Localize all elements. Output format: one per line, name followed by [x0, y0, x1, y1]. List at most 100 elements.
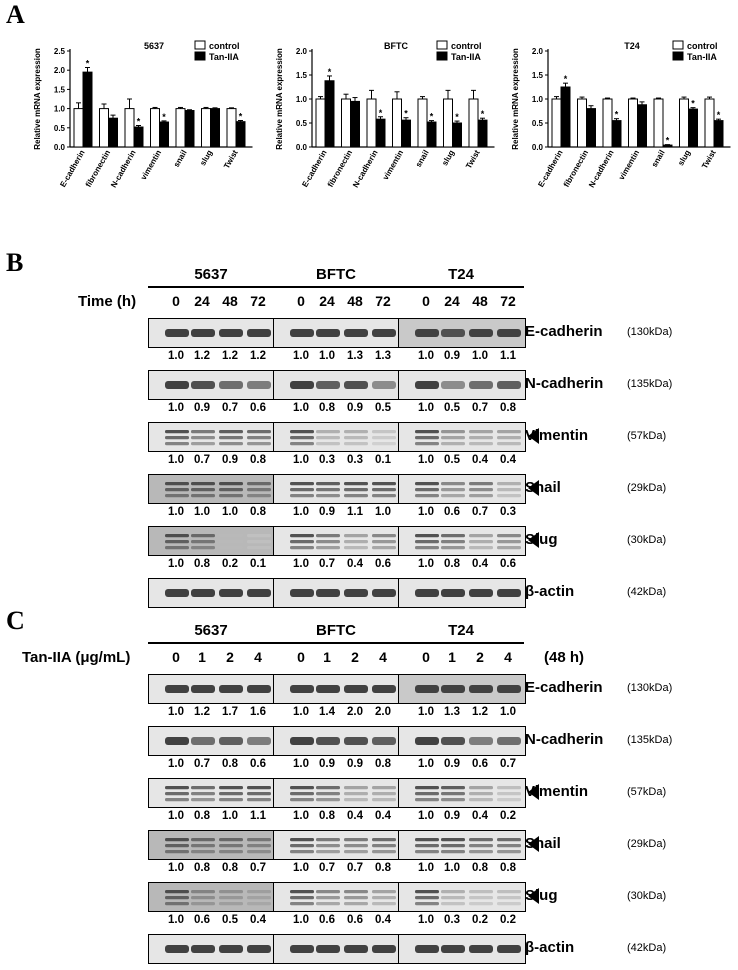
bar	[704, 98, 715, 148]
quantification-value: 1.0	[418, 914, 434, 926]
chart-title: T24	[624, 41, 640, 51]
protein-label: β-actin	[525, 583, 575, 600]
treatment-axis-label: Tan-IIA (μg/mL)	[22, 649, 131, 666]
blot-image	[399, 779, 525, 807]
column-header: 2	[226, 649, 234, 665]
bar	[426, 121, 437, 148]
quantification-value: 1.0	[168, 862, 184, 874]
quantification-value: 1.0	[293, 558, 309, 570]
quantification-value: 1.0	[293, 506, 309, 518]
quantification-value: 0.9	[444, 350, 460, 362]
blot-image	[274, 935, 400, 963]
legend-label: control	[209, 41, 240, 51]
blot-band-strip	[398, 474, 526, 504]
quantification-value: 0.8	[472, 862, 488, 874]
chart-title: BFTC	[384, 41, 408, 51]
x-tick-label: fibronectin	[84, 148, 113, 188]
legend-label: control	[687, 41, 718, 51]
blot-band-strip	[398, 830, 526, 860]
quantification-value: 0.7	[194, 758, 210, 770]
molecular-weight-label: (42kDa)	[627, 942, 667, 954]
blot-image	[149, 935, 275, 963]
column-header: 0	[172, 293, 180, 309]
blot-image	[399, 935, 525, 963]
quantification-value: 0.6	[500, 558, 516, 570]
bar	[324, 80, 335, 148]
blot-band-strip	[148, 318, 276, 348]
blot-image	[399, 527, 525, 555]
column-header: 2	[351, 649, 359, 665]
column-header: 48	[472, 293, 488, 309]
blot-image	[149, 319, 275, 347]
x-tick-label: N-cadherin	[109, 148, 138, 189]
quantification-value: 1.0	[293, 350, 309, 362]
quantification-value: 0.4	[375, 810, 391, 822]
blot-band-strip	[273, 578, 401, 608]
bar	[452, 122, 462, 148]
x-tick-label: Twist	[222, 148, 240, 170]
quantification-value: 1.0	[418, 862, 434, 874]
blot-image	[274, 727, 400, 755]
y-tick-label: 0.0	[54, 143, 66, 152]
significance-marker: *	[717, 110, 721, 120]
quantification-value: 0.2	[500, 810, 516, 822]
quantification-value: 0.4	[250, 914, 266, 926]
bar	[210, 108, 220, 148]
bar	[560, 86, 571, 148]
blot-band-strip	[148, 474, 276, 504]
quantification-value: 1.0	[293, 914, 309, 926]
quantification-value: 1.0	[293, 862, 309, 874]
blot-image	[149, 475, 275, 503]
blot-image	[274, 779, 400, 807]
quantification-value: 0.7	[500, 758, 516, 770]
blot-band-strip	[273, 474, 401, 504]
panel-label-a: A	[6, 0, 25, 29]
quantification-value: 0.8	[194, 810, 210, 822]
y-tick-label: 0.5	[296, 119, 308, 128]
protein-label: E-cadherin	[525, 679, 603, 696]
significance-marker: *	[239, 112, 243, 122]
blot-band-strip	[148, 422, 276, 452]
x-tick-label: N-cadherin	[351, 148, 380, 189]
quantification-value: 1.0	[375, 506, 391, 518]
quantification-value: 0.9	[444, 758, 460, 770]
cell-line-title: T24	[448, 622, 474, 639]
y-tick-label: 0.0	[532, 143, 544, 152]
y-tick-label: 1.0	[54, 105, 66, 114]
quantification-value: 1.0	[418, 454, 434, 466]
quantification-value: 1.7	[222, 706, 238, 718]
molecular-weight-label: (57kDa)	[627, 430, 667, 442]
panel-label-b: B	[6, 248, 24, 277]
band-arrow-icon	[528, 480, 539, 496]
quantification-value: 1.1	[347, 506, 363, 518]
quantification-value: 1.0	[168, 558, 184, 570]
protein-label: Vimentin	[525, 427, 589, 444]
significance-marker: *	[481, 109, 485, 119]
protein-label: Snail	[525, 479, 561, 496]
quantification-value: 1.0	[168, 506, 184, 518]
molecular-weight-label: (29kDa)	[627, 482, 667, 494]
bar	[235, 121, 246, 148]
quantification-value: 1.0	[418, 706, 434, 718]
blot-band-strip	[273, 526, 401, 556]
protein-label: β-actin	[525, 939, 575, 956]
quantification-value: 1.0	[293, 810, 309, 822]
y-tick-label: 1.0	[296, 95, 308, 104]
quantification-value: 1.2	[194, 706, 210, 718]
blot-image	[274, 831, 400, 859]
quantification-value: 0.8	[250, 506, 266, 518]
band-arrow-icon	[528, 532, 539, 548]
blot-band-strip	[398, 934, 526, 964]
x-tick-label: slug	[676, 148, 692, 167]
column-header: 0	[297, 649, 305, 665]
quantification-value: 1.0	[444, 862, 460, 874]
y-tick-label: 0.5	[54, 124, 66, 133]
significance-marker: *	[379, 108, 383, 118]
quantification-value: 0.6	[250, 758, 266, 770]
significance-marker: *	[615, 110, 619, 120]
quantification-value: 1.1	[500, 350, 516, 362]
quantification-value: 1.0	[168, 402, 184, 414]
cell-line-title: 5637	[194, 266, 228, 283]
blot-band-strip	[273, 422, 401, 452]
